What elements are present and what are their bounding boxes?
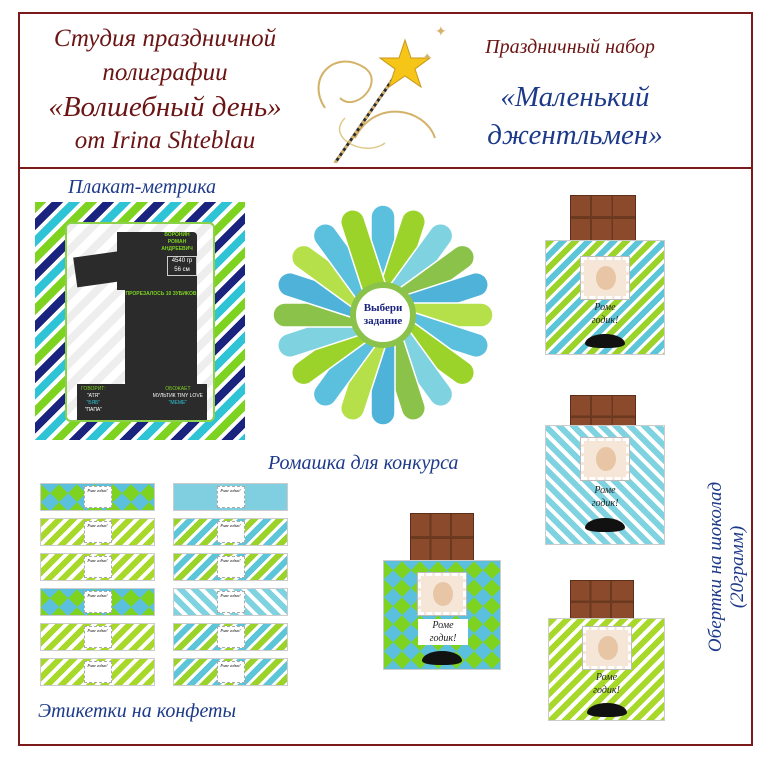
set-name: «Маленький джентльмен» (455, 78, 695, 154)
candy-label: Роме годик! (173, 553, 288, 581)
poster-number-top: ВОРОНИН РОМАН АНДРЕЕВИЧ 4540 гр 56 см (117, 232, 197, 290)
daisy-petals (272, 204, 494, 426)
candy-label: Роме годик! (40, 588, 155, 616)
daisy-game: Выбери задание (268, 200, 498, 430)
daisy-center: Выбери задание (350, 282, 416, 348)
set-name-line: джентльмен» (487, 119, 663, 151)
candy-tag: Роме годик! (83, 486, 112, 508)
baby-photo (581, 626, 632, 670)
candy-label: Роме годик! (40, 483, 155, 511)
poster-loves: МУЛЬТИК TINY LOVE (152, 393, 203, 399)
poster-height: 56 см (174, 267, 190, 273)
candy-tag: Роме годик! (216, 591, 245, 613)
candy-tag: Роме годик! (216, 661, 245, 683)
candy-label: Роме годик! (40, 518, 155, 546)
svg-text:✦: ✦ (435, 25, 447, 40)
studio-line: полиграфии (102, 59, 228, 86)
poster-word: "АТЯ" (86, 393, 100, 399)
candy-tag: Роме годик! (83, 661, 112, 683)
candy-label: Роме годик! (173, 588, 288, 616)
header-divider (18, 167, 753, 169)
mustache-icon (585, 518, 625, 532)
chocolate-bar-icon (570, 580, 634, 624)
studio-title: Студия праздничной полиграфии «Волшебный… (30, 22, 300, 158)
chocolate-bar-icon (410, 513, 474, 563)
set-name-line: «Маленький (500, 81, 650, 113)
daisy-center-text: Выбери задание (363, 302, 403, 327)
baby-photo (417, 572, 467, 616)
mustache-icon (422, 651, 462, 665)
wrappers-caption: Обертки на шоколад(20грамм) (705, 481, 748, 653)
baby-photo (580, 437, 630, 481)
poster-weight: 4540 гр (171, 258, 193, 264)
candy-tag: Роме годик! (83, 521, 112, 543)
poster-image: ВОРОНИН РОМАН АНДРЕЕВИЧ 4540 гр 56 см ПР… (35, 202, 245, 440)
daisy-caption: Ромашка для конкурса (268, 452, 459, 474)
svg-text:✦: ✦ (423, 52, 431, 63)
candy-label: Роме годик! (173, 658, 288, 686)
poster-word: "БЯБ" (86, 400, 101, 406)
poster-word: "МЕМЕ" (168, 400, 188, 406)
candy-tag: Роме годик! (216, 626, 245, 648)
poster-word: "ПАПА" (84, 407, 103, 413)
candy-label: Роме годик! (173, 483, 288, 511)
studio-line: «Волшебный день» (48, 91, 282, 123)
studio-line: от Irina Shteblau (74, 127, 256, 154)
baby-photo (580, 256, 630, 300)
poster-name: ВОРОНИН (164, 232, 190, 238)
mustache-icon (585, 334, 625, 348)
candy-label: Роме годик! (40, 623, 155, 651)
candy-tag: Роме годик! (216, 521, 245, 543)
poster-caption: Плакат-метрика (68, 176, 217, 198)
studio-line: Студия праздничной (53, 25, 277, 52)
poster-name: АНДРЕЕВИЧ (161, 246, 193, 252)
poster-inner: ВОРОНИН РОМАН АНДРЕЕВИЧ 4540 гр 56 см ПР… (65, 222, 215, 422)
candy-tag: Роме годик! (83, 556, 112, 578)
poster-number-base: ГОВОРИТ: "АТЯ" "БЯБ" "ПАПА" ОБОЖАЕТ МУЛЬ… (77, 384, 207, 420)
candy-tag: Роме годик! (216, 556, 245, 578)
poster-name: РОМАН (167, 239, 187, 245)
poster-teeth: ПРОРЕЗАЛОСЬ 10 ЗУБИКОВ (125, 291, 197, 297)
mustache-icon (586, 703, 627, 717)
candy-caption: Этикетки на конфеты (38, 700, 237, 722)
candy-label: Роме годик! (40, 658, 155, 686)
candy-tag: Роме годик! (216, 486, 245, 508)
chocolate-bar-icon (570, 195, 636, 241)
candy-tag: Роме годик! (83, 591, 112, 613)
poster-number-stem: ПРОРЕЗАЛОСЬ 10 ЗУБИКОВ (125, 288, 197, 388)
poster-loves-title: ОБОЖАЕТ (165, 386, 191, 392)
candy-label: Роме годик! (40, 553, 155, 581)
candy-tag: Роме годик! (83, 626, 112, 648)
set-label: Праздничный набор (485, 36, 655, 58)
candy-label: Роме годик! (173, 518, 288, 546)
magic-wand-icon: ✦ ✦ (317, 25, 447, 163)
candy-label: Роме годик! (173, 623, 288, 651)
poster-says-title: ГОВОРИТ: (81, 386, 106, 392)
outer-frame (18, 12, 753, 746)
